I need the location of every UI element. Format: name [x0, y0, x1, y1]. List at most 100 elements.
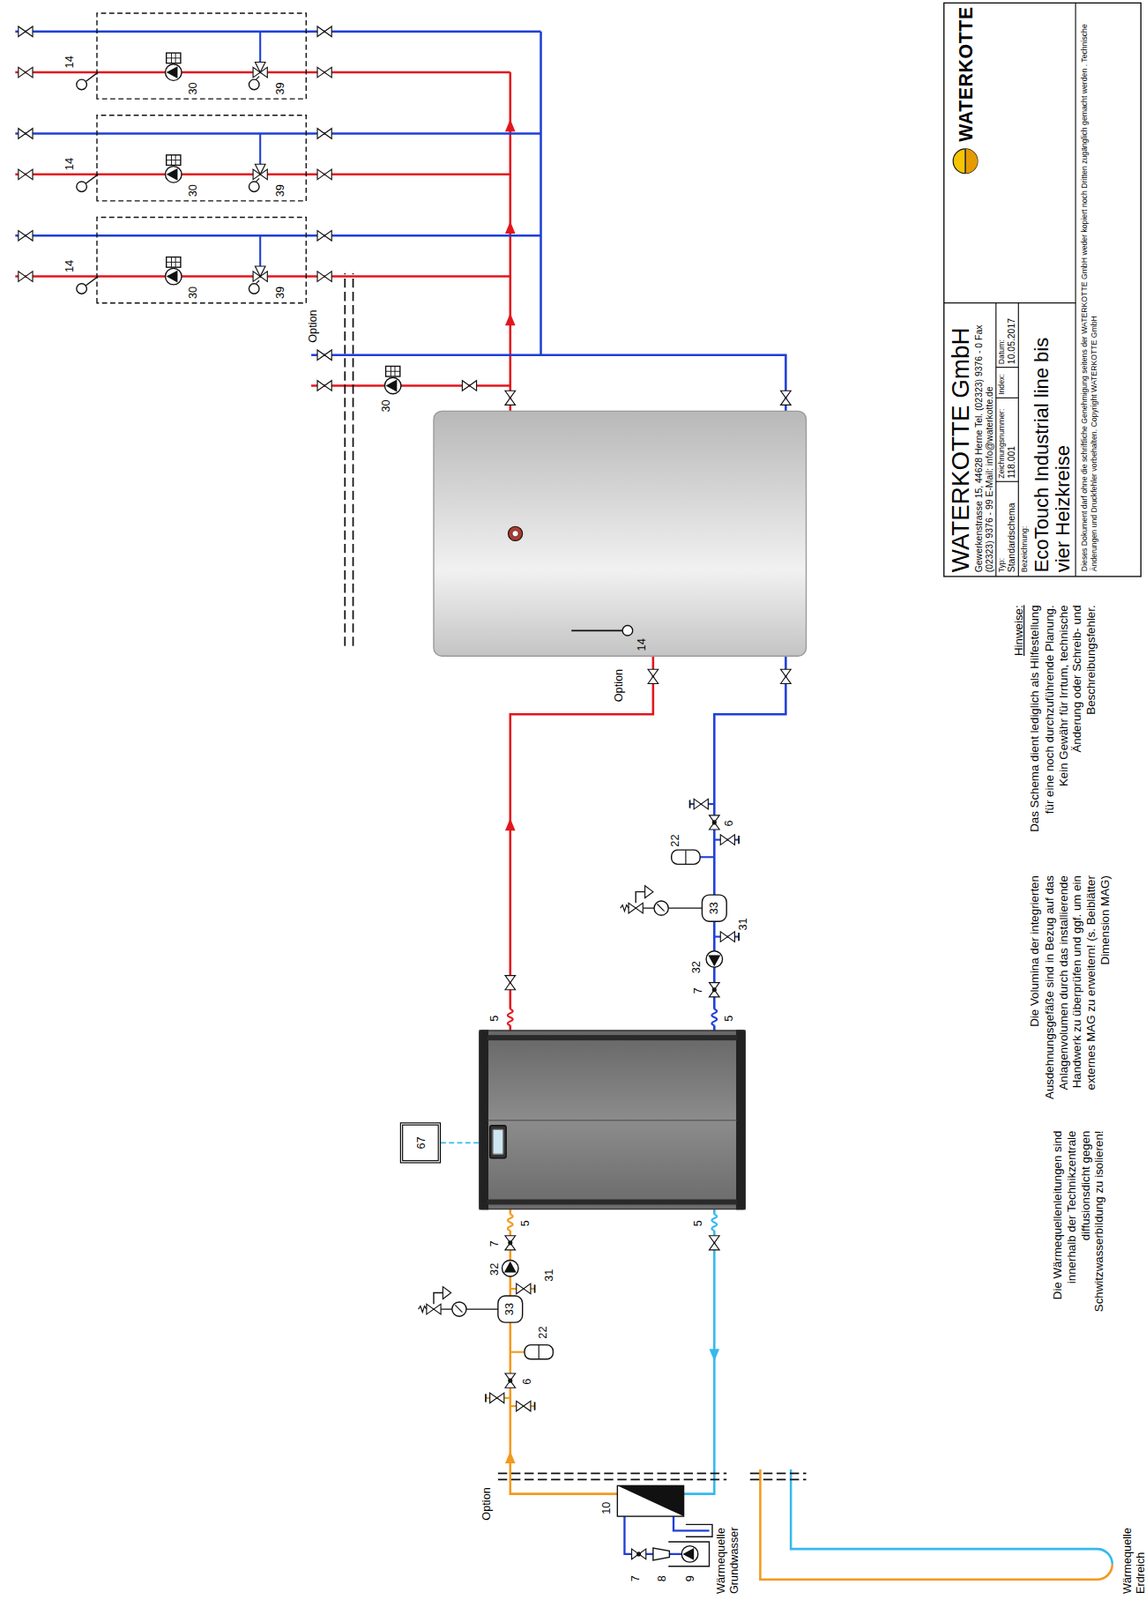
valve-symbol: [317, 380, 332, 392]
valve-symbol: [317, 271, 332, 283]
cell-heading: Typ:: [997, 484, 1006, 573]
title-block-cell: Datum:10.05.2017: [997, 304, 1018, 367]
valve-symbol: [18, 230, 33, 242]
pump-symbol: [165, 64, 183, 82]
flow-arrow: [505, 221, 516, 234]
tank-logo: [512, 530, 519, 537]
pipe: [487, 1119, 737, 1121]
callout-number: 39: [273, 286, 287, 299]
drain-funnel-symbol: [442, 1287, 451, 1300]
temperature-sensor-symbol: [76, 283, 88, 295]
pump-motor-box: [166, 52, 181, 64]
pipe: [714, 655, 786, 1031]
temperature-sensor-symbol: [76, 181, 88, 193]
pipe: [1075, 2, 1077, 577]
pipe: [311, 384, 511, 387]
circuit-group-box: [96, 216, 306, 303]
pump-symbol: [681, 1546, 699, 1563]
callout-number: 9: [684, 1575, 698, 1582]
callout-number: 31: [543, 1269, 557, 1282]
pipe: [689, 799, 692, 808]
valve-symbol: [505, 1235, 516, 1251]
valve-symbol: [18, 169, 33, 180]
pipe: [699, 855, 715, 858]
logo-cell: WATERKOTTE: [945, 5, 1075, 302]
valve-symbol: [18, 271, 33, 283]
title-block-cell: Typ:Standardschema: [997, 482, 1018, 574]
pump-triangle: [166, 168, 179, 181]
valve-symbol: [490, 1392, 505, 1404]
pipe: [750, 1473, 807, 1475]
pump-symbol: [706, 951, 723, 968]
note-text: Hinweise:: [1012, 604, 1027, 834]
pipe: [673, 1516, 710, 1531]
title-block-cell: Index:: [997, 368, 1018, 397]
pipe: [259, 31, 261, 63]
pipe: [510, 1351, 525, 1354]
callout-number: 7: [487, 1240, 501, 1247]
pipe: [343, 273, 346, 647]
check-valve-symbol: [507, 1240, 513, 1245]
pipe: [510, 655, 654, 1031]
pipe: [538, 1345, 540, 1360]
heat-pump-strip: [487, 1035, 737, 1041]
valve-symbol: [709, 1235, 721, 1251]
pump-motor-box: [166, 155, 181, 166]
pipe: [539, 31, 543, 356]
callout-number: 22: [668, 834, 682, 848]
pump-triangle: [166, 66, 179, 79]
callout-number: 8: [654, 1575, 669, 1582]
company-header-cell: WATERKOTTE GmbHGewerkenstrasse 15, 44628…: [945, 305, 996, 575]
cell-heading: WATERKOTTE GmbH: [946, 306, 974, 573]
callout-number: 14: [634, 638, 648, 651]
callout-number: 6: [722, 819, 737, 827]
pipe: [684, 849, 686, 864]
expansion-vessel-symbol: [524, 1345, 553, 1360]
cell-heading: Index:: [997, 370, 1006, 395]
pipe: [454, 1304, 462, 1312]
valve-symbol: [505, 1373, 516, 1388]
pump-symbol: [165, 166, 183, 184]
pipe: [14, 234, 541, 238]
ground-loop-pipe: [759, 1469, 1112, 1580]
pump-triangle: [504, 1261, 517, 1273]
valve-symbol: [781, 669, 792, 684]
pipe: [1018, 303, 1020, 577]
flex-hose-symbol: [711, 1213, 717, 1231]
pipe: [14, 29, 541, 33]
callout-number: 30: [186, 286, 201, 299]
safety-valve-spring: [620, 905, 629, 912]
note-text: Die Volumina der integrierten Ausdehnung…: [1028, 875, 1114, 1121]
pipe: [484, 1393, 487, 1402]
cell-heading: WATERKOTTE: [955, 5, 978, 142]
pump-triangle: [386, 379, 398, 393]
control-screen: [492, 1129, 504, 1154]
pipe: [166, 57, 181, 59]
heat-pump-strip: [479, 1030, 488, 1210]
pipe: [510, 1209, 618, 1495]
pipe: [85, 174, 98, 184]
option-label: Option: [479, 1487, 493, 1521]
pipe: [85, 72, 98, 82]
callout-number: 5: [518, 1220, 532, 1227]
valve-actuator-symbol: [248, 181, 260, 193]
pipe: [166, 261, 181, 263]
valve-symbol: [461, 380, 477, 392]
pipe: [256, 76, 260, 80]
cell-heading: Bezeichnung:: [1019, 306, 1028, 573]
flow-arrow: [505, 312, 516, 326]
pump-motor-box: [166, 257, 181, 268]
pipe: [14, 132, 541, 135]
callout-number: 39: [273, 184, 287, 197]
pipe: [386, 371, 401, 373]
note-text: Wärmequelle Grundwasser: [714, 1511, 742, 1594]
pipe: [498, 1479, 727, 1481]
callout-number: 30: [186, 81, 201, 95]
callout-number: 67: [414, 1136, 427, 1149]
valve-symbol: [18, 26, 33, 38]
valve-symbol: [317, 26, 332, 38]
pipe: [534, 1284, 536, 1293]
pipe: [964, 148, 967, 174]
pipe: [737, 835, 740, 844]
